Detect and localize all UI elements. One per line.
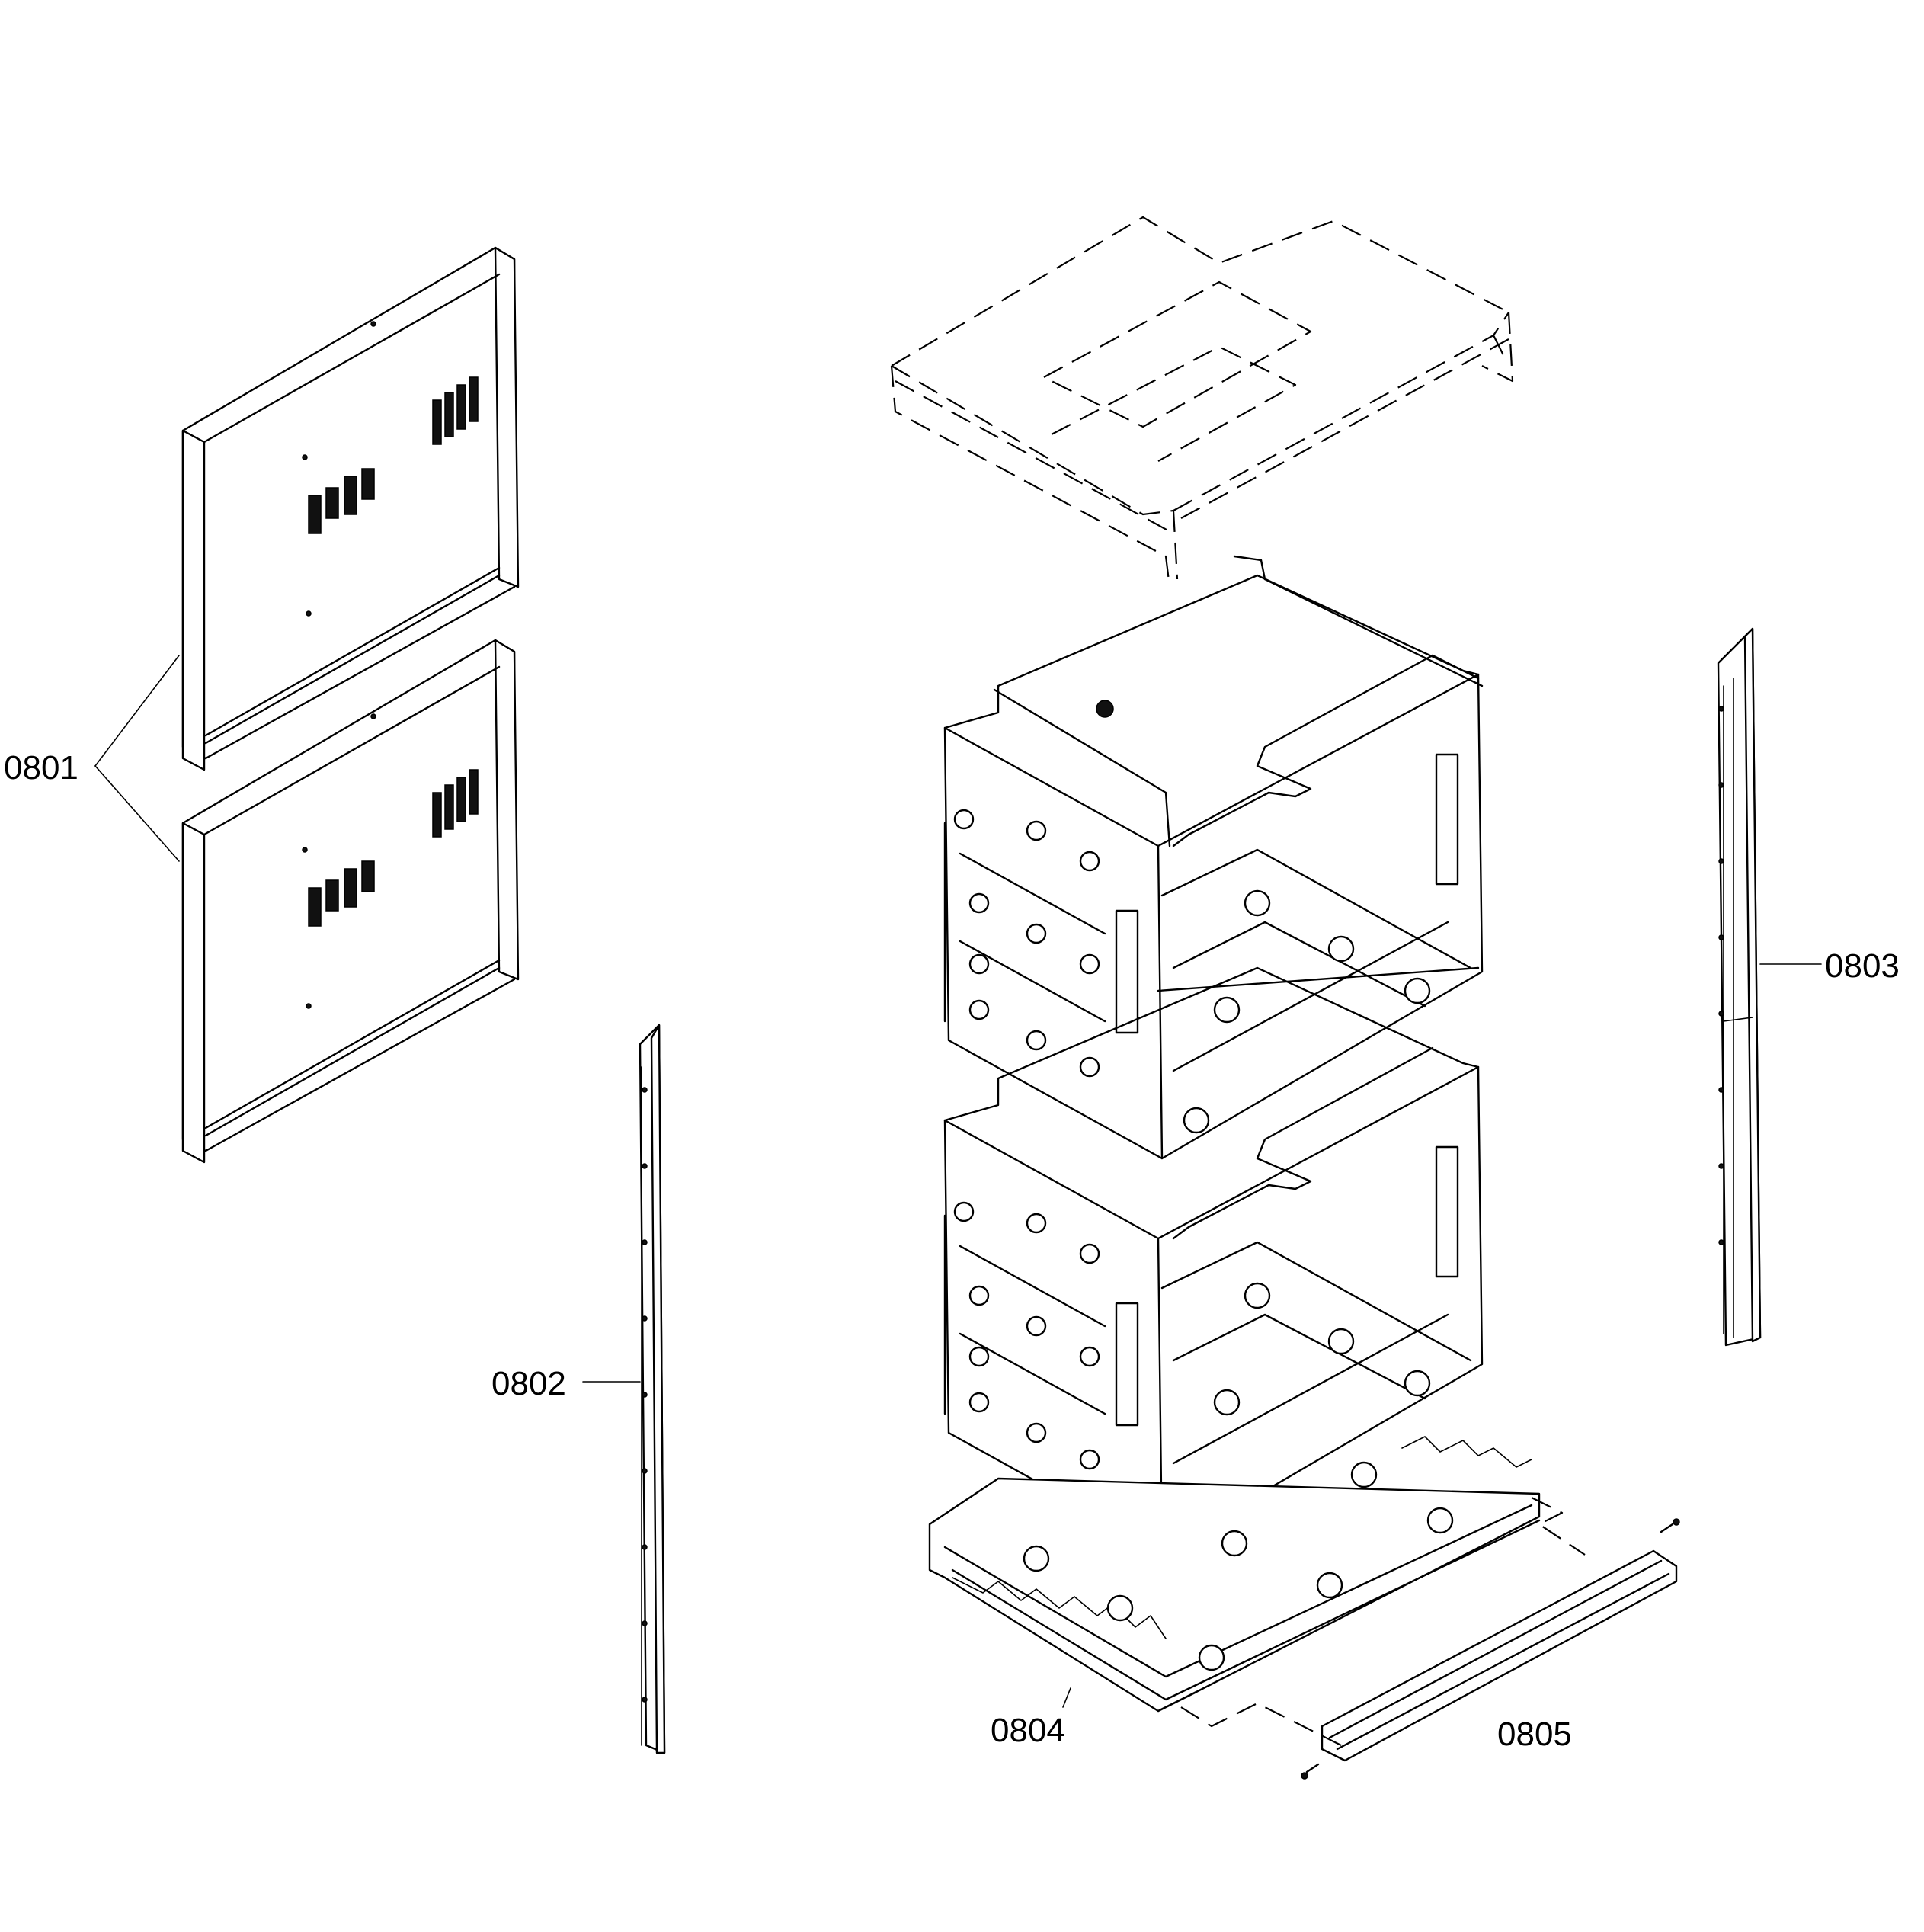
screw-icon xyxy=(1660,1518,1680,1533)
leader-0801 xyxy=(94,655,180,862)
vent-slots-icon xyxy=(432,376,479,445)
side-panel-lower xyxy=(181,639,520,1164)
callout-0801: 0801 xyxy=(4,749,78,787)
front-trim xyxy=(1301,1518,1680,1780)
rail-hole-row xyxy=(1718,706,1724,1245)
vent-slots-icon xyxy=(432,769,479,838)
screw-icon xyxy=(1301,1763,1320,1780)
tray-holes xyxy=(1023,1461,1454,1671)
bracket-cutout-icon xyxy=(308,468,375,534)
side-panel-upper xyxy=(181,246,520,771)
callout-0804: 0804 xyxy=(991,1712,1065,1749)
left-rail xyxy=(639,1024,666,1754)
callout-0803: 0803 xyxy=(1825,947,1900,985)
callout-0802: 0802 xyxy=(491,1365,566,1402)
phantom-fit-lines xyxy=(1180,1497,1586,1746)
base-tray xyxy=(928,1436,1541,1713)
top-cover-phantom xyxy=(890,216,1514,588)
right-rail xyxy=(1717,627,1762,1347)
bracket-cutout-icon xyxy=(308,860,375,927)
rail-hole-row xyxy=(642,1087,648,1703)
leader-0804 xyxy=(1062,1687,1071,1708)
callout-0805: 0805 xyxy=(1497,1716,1572,1753)
front-holes-lower xyxy=(953,1201,1100,1470)
front-holes-upper xyxy=(953,809,1100,1078)
cabinet-frame xyxy=(943,555,1484,1552)
